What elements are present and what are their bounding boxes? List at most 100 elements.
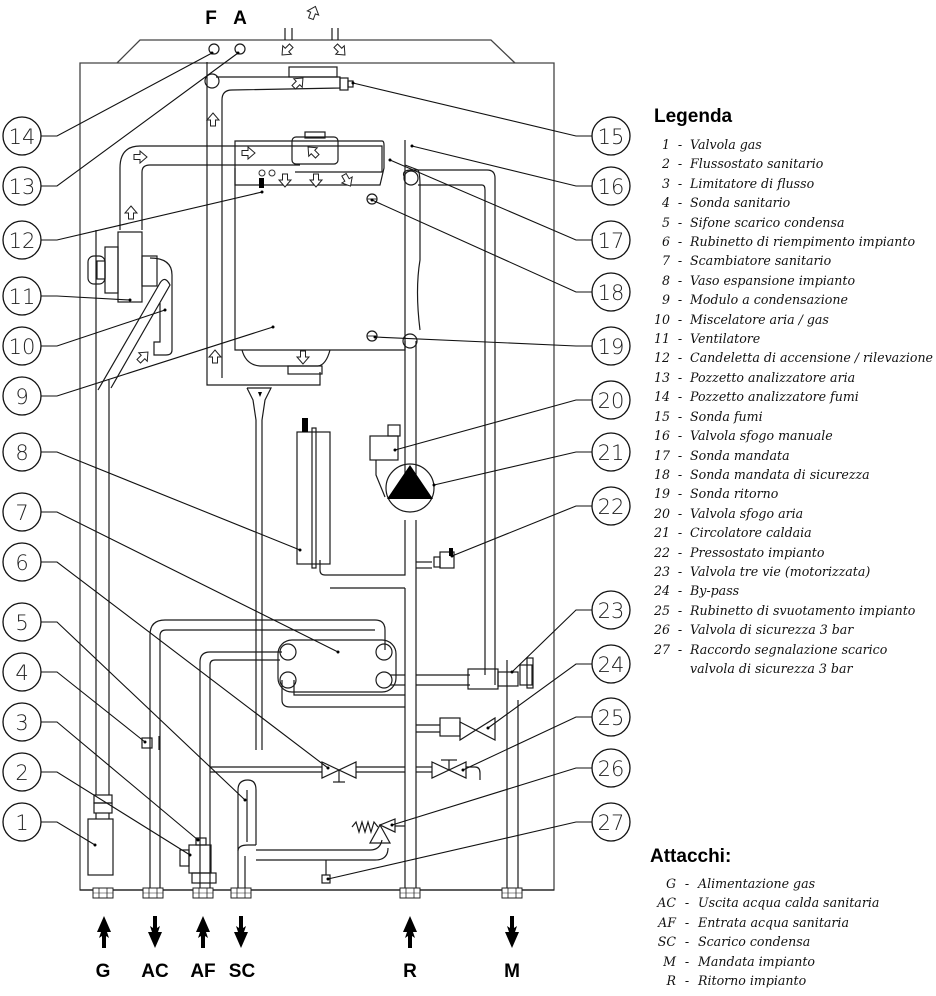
callout-number: 10 [9,335,36,359]
legend-item-number: 3 [661,175,670,191]
attachment-item: M-Mandata impianto [650,952,936,971]
callout-circle [591,802,631,842]
legend-item-dash: - [677,622,683,638]
legend-item-dash: - [677,369,683,385]
hot-water-outlet-arrow-icon [148,916,162,948]
flow-outlet-arrow-icon [505,916,519,948]
legend-item: 8-Vaso espansione impianto [652,271,936,290]
attachment-label: Mandata impianto [698,953,815,969]
legend-item-label: Scambiatore sanitario [690,253,832,269]
attachment-item: AF-Entrata acqua sanitaria [650,913,936,932]
expansion-vessel [296,418,331,569]
leader-lines [41,51,592,881]
leader-dot-4 [143,740,147,744]
attachment-label: Entrata acqua sanitaria [698,914,849,930]
callout-number: 6 [15,551,28,575]
leader-line-7 [41,511,339,653]
leader-line-8 [41,451,301,551]
callout-number: 7 [15,501,28,525]
callout-20: 20 [591,380,631,420]
attachment-item: SC-Scarico condensa [650,932,936,951]
legend-item: 21-Circolatore caldaia [652,523,936,542]
leader-dot-21 [432,483,436,487]
callout-number: 13 [9,175,36,199]
legend-item-label: Sonda mandata [690,447,790,463]
legend-item-number: 21 [653,525,670,541]
callout-number: 22 [598,495,625,519]
air-analysis-port [234,43,246,55]
leader-dot-13 [236,51,240,55]
callout-number: 5 [15,611,28,635]
legend-item-dash: - [677,602,683,618]
legend-item-dash: - [677,253,683,269]
callout-circle [591,326,631,366]
leader-dot-17 [388,158,392,162]
leader-dot-7 [336,650,340,654]
callout-number: 9 [15,385,28,409]
legend-item-label: Pozzetto analizzatore aria [690,369,856,385]
three-way-valve [467,657,534,690]
legend-item: 9-Modulo a condensazione [652,290,936,309]
callout-circle [2,116,42,156]
attachment-code: M [663,953,676,969]
return-inlet-arrow-icon [403,916,417,948]
callout-6: 6 [2,542,42,582]
leader-dot-23 [510,670,514,674]
legend-item-label: Valvola tre vie (motorizzata) [690,563,871,579]
attachment-item: AC-Uscita acqua calda sanitaria [650,893,936,912]
attachment-dash: - [684,895,690,911]
legend-item: 3-Limitatore di flusso [652,174,936,193]
callout-circle [591,748,631,788]
callout-19: 19 [591,326,631,366]
legend-item: 5-Sifone scarico condensa [652,213,936,232]
leader-dot-16 [410,144,414,148]
legend-item-dash: - [677,408,683,424]
legend-item-number: 27 [653,641,670,657]
dhw-sensor [141,736,160,750]
callout-number: 15 [598,125,625,149]
legend-item-dash: - [677,272,683,288]
legend-item-dash: - [677,525,683,541]
condensate-siphon [237,779,389,890]
leader-line-6 [41,561,329,769]
callout-13: 13 [2,166,42,206]
legend-item: 4-Sonda sanitario [652,193,936,212]
leader-dot-10 [163,308,167,312]
callout-number: 23 [598,599,625,623]
legend-item: 6-Rubinetto di riempimento impianto [652,232,936,251]
legend-item: 22-Pressostato impianto [652,543,936,562]
port-label-af: AF [190,961,215,982]
port-label-g: G [96,961,111,982]
callout-26: 26 [591,748,631,788]
legend-item: 1-Valvola gas [652,135,936,154]
callout-17: 17 [591,220,631,260]
attachments-title: Attacchi: [650,846,732,867]
condensing-module [208,140,421,375]
attachment-dash: - [684,876,690,891]
callout-number: 4 [15,661,28,685]
leader-dot-24 [486,726,490,730]
callout-number: 11 [9,285,36,309]
callout-8: 8 [2,432,42,472]
callout-2: 2 [2,752,42,792]
legend-item-label: Valvola di sicurezza 3 bar [690,622,854,638]
legend-item: 13-Pozzetto analizzatore aria [652,368,936,387]
attachment-label: Ritorno impianto [698,973,807,989]
attachment-code: SC [657,934,676,950]
legend-item-label: Sonda sanitario [690,195,791,211]
legend-item-dash: - [677,311,683,327]
legend-item-label: Sonda mandata di sicurezza [690,466,870,482]
flue-chimney [204,3,354,386]
leader-dot-26 [390,823,394,827]
legend-item-dash: - [677,505,683,521]
legend-item: 10-Miscelatore aria / gas [652,310,936,329]
legend-item: 26-Valvola di sicurezza 3 bar [652,620,936,639]
legend-item-number: 10 [653,311,670,327]
callout-circle [2,166,42,206]
legend-item: 11-Ventilatore [652,329,936,348]
legend-item-label: Rubinetto di svuotamento impianto [690,602,916,618]
legend-item-label: Circolatore caldaia [690,525,812,541]
legend-item-label: Sonda ritorno [690,486,779,502]
